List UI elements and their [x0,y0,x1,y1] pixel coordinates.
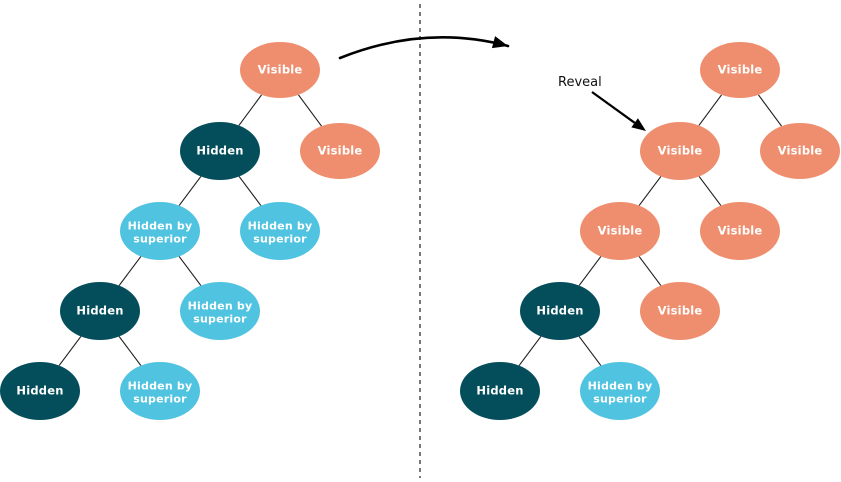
transition-arrow-head [491,36,508,49]
tree-node-visible[interactable]: Visible [580,202,660,260]
node-ellipse [760,123,840,179]
node-label: Visible [778,144,823,158]
node-ellipse [580,362,660,420]
node-ellipse [460,362,540,420]
node-label: Visible [658,304,703,318]
node-ellipse [700,42,780,98]
node-ellipse [60,282,140,340]
tree-node-hidden[interactable]: Hidden [460,362,540,420]
node-ellipse [180,282,260,340]
tree-edge [698,94,723,126]
node-ellipse [640,282,720,340]
node-label: Hidden [16,384,63,398]
tree-node-visible[interactable]: Visible [640,122,720,180]
tree-node-hidden[interactable]: Hidden [0,362,80,420]
reveal-arrow-head [631,118,646,131]
tree-edge [698,176,722,206]
node-label: Visible [318,144,363,158]
node-label: Visible [658,144,703,158]
edges-layer [58,94,783,366]
node-ellipse [120,362,200,420]
node-ellipse [700,202,780,260]
tree-node-hidden[interactable]: Hidden [520,282,600,340]
node-label: Hidden [476,384,523,398]
annotations-layer: Reveal [338,4,646,478]
node-label: Visible [718,63,763,77]
node-label: Visible [598,224,643,238]
node-ellipse [240,202,320,260]
tree-edge [638,176,662,206]
tree-edge [578,336,602,366]
tree-edge [58,336,82,366]
tree-node-hidden[interactable]: Hidden [60,282,140,340]
tree-node-visible[interactable]: Visible [300,123,380,179]
tree-edge [757,94,783,127]
tree-edge [118,336,142,366]
tree-edge [578,256,602,286]
reveal-arrow [591,91,636,124]
node-ellipse [180,122,260,180]
tree-node-visible[interactable]: Visible [640,282,720,340]
node-ellipse [240,42,320,98]
node-ellipse [300,123,380,179]
tree-edge [238,176,262,206]
tree-node-visible[interactable]: Visible [240,42,320,98]
node-ellipse [0,362,80,420]
node-label: Hidden [76,304,123,318]
reveal-annotation-label: Reveal [558,75,602,90]
node-ellipse [520,282,600,340]
tree-node-hidden[interactable]: Hidden [180,122,260,180]
tree-edge [638,256,662,286]
node-label: Hidden [536,304,583,318]
tree-edge [178,256,202,286]
tree-node-visible[interactable]: Visible [700,202,780,260]
node-label: Visible [258,63,303,77]
tree-edge [297,94,323,127]
node-label: Hidden [196,144,243,158]
tree-edge [238,94,263,126]
node-ellipse [640,122,720,180]
node-label: Visible [718,224,763,238]
tree-edge [518,336,542,366]
tree-edge [178,176,202,206]
tree-node-visible[interactable]: Visible [760,123,840,179]
node-ellipse [120,202,200,260]
transition-arrow [338,36,510,60]
tree-edge [118,256,142,286]
tree-node-visible[interactable]: Visible [700,42,780,98]
node-ellipse [580,202,660,260]
